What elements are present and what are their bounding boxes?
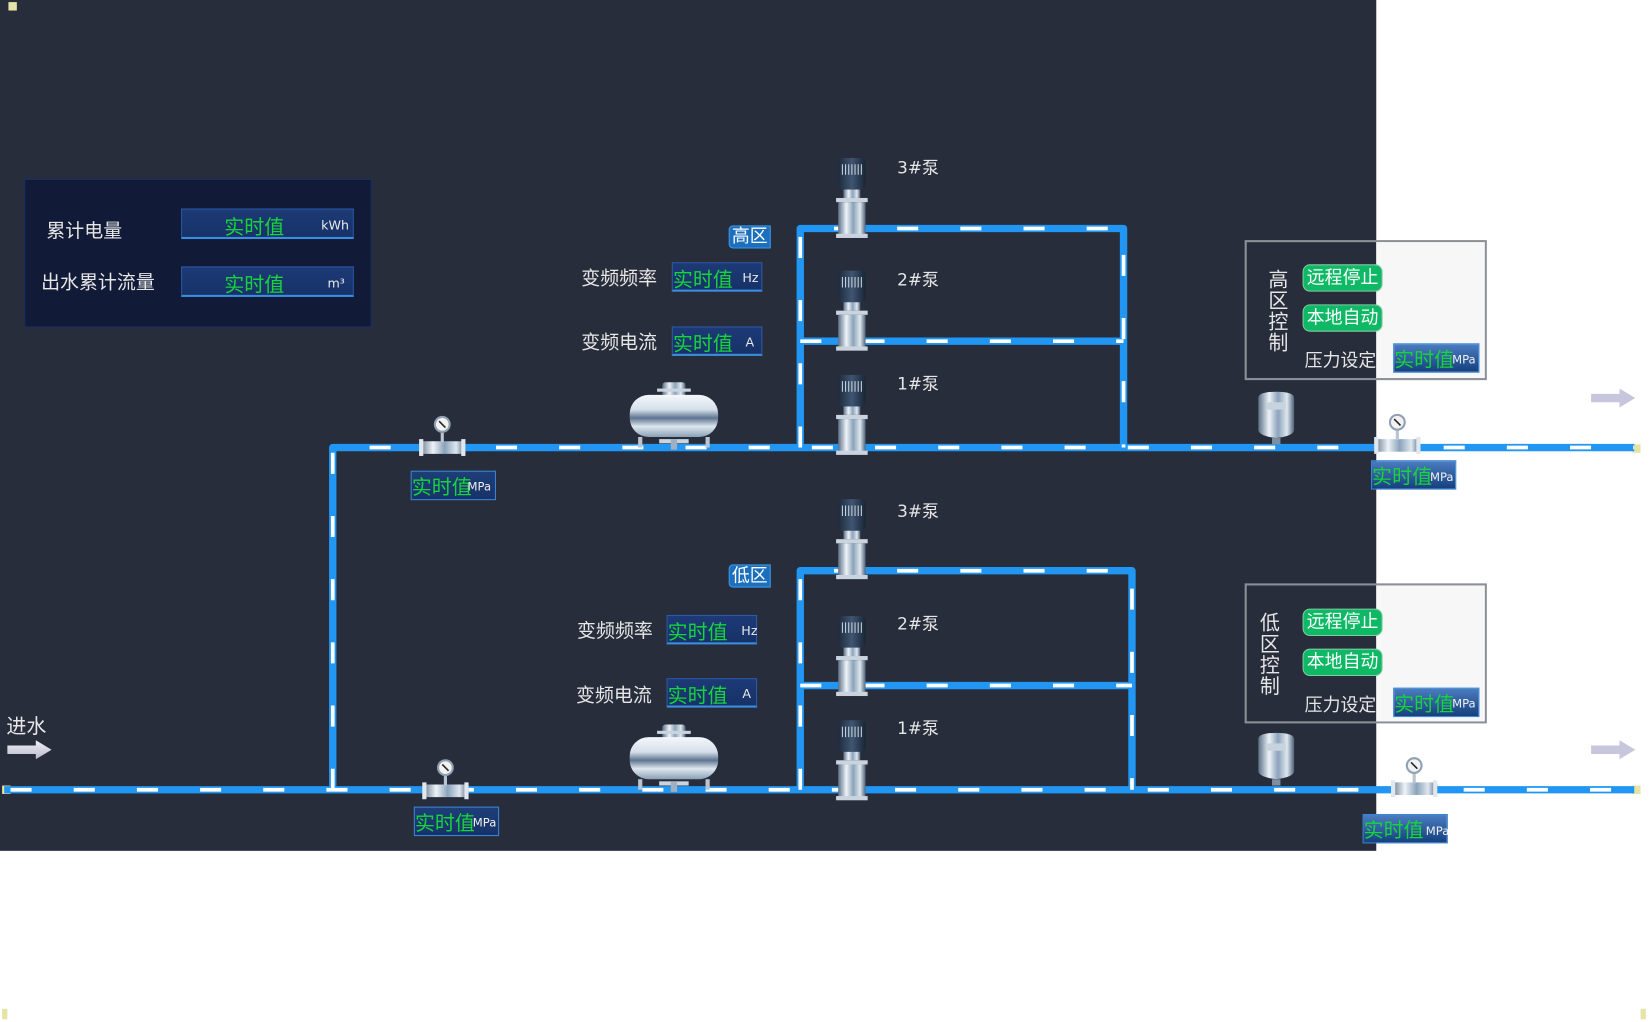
low-freq-value: 实时值 <box>667 621 728 645</box>
zone-tag-high: 高区 <box>728 225 771 249</box>
high-pressure-set-label: 压力设定 <box>1304 350 1377 372</box>
high-freq-value: 实时值 <box>672 268 733 292</box>
low-current-value: 实时值 <box>667 684 728 708</box>
energy-value-box: 实时值 kWh <box>181 208 354 240</box>
pressure-tank-icon-high <box>629 382 719 450</box>
title-char: 区 <box>1259 632 1280 657</box>
high-pump2-label: 2#泵 <box>897 269 939 290</box>
flow-total-value: 实时值 <box>224 273 285 297</box>
low-current-box: 实时值 A <box>666 678 758 708</box>
title-char: 制 <box>1259 674 1280 699</box>
energy-label: 累计电量 <box>46 220 123 243</box>
high-current-value: 实时值 <box>672 332 733 356</box>
low-pump2-label: 2#泵 <box>897 613 939 634</box>
pump-icon-low-3 <box>835 498 869 580</box>
pressure-gauge-icon-inlet-low <box>421 759 470 801</box>
high-freq-unit: Hz <box>742 270 759 286</box>
pump-icon-high-1 <box>835 374 869 456</box>
high-current-box: 实时值 A <box>671 326 763 356</box>
title-char: 高 <box>1268 268 1289 292</box>
title-char: 制 <box>1268 331 1289 355</box>
outlet-pressure-low-value: 实时值 <box>1363 819 1424 843</box>
low-freq-box: 实时值 Hz <box>666 614 758 645</box>
low-pressure-set-input[interactable]: 实时值 MPa <box>1393 687 1480 718</box>
title-char: 控 <box>1268 310 1289 334</box>
inlet-pressure-low-unit: MPa <box>472 816 497 830</box>
corner-marker <box>1632 785 1641 794</box>
low-local-auto-button[interactable]: 本地自动 <box>1302 648 1383 677</box>
title-char: 区 <box>1268 289 1289 313</box>
pressure-tank-icon-low <box>629 724 719 792</box>
outlet-arrow-low-icon <box>1591 740 1636 760</box>
high-pressure-set-input[interactable]: 实时值 MPa <box>1393 343 1480 373</box>
pressure-gauge-icon-outlet-high <box>1373 413 1422 455</box>
outlet-arrow-high-icon <box>1591 388 1636 408</box>
energy-value: 实时值 <box>224 215 285 240</box>
high-control-title: 高 区 控 制 <box>1268 270 1289 354</box>
low-freq-unit: Hz <box>741 623 758 639</box>
outlet-pressure-low-box: 实时值 MPa <box>1362 813 1450 844</box>
flow-total-label: 出水累计流量 <box>41 271 155 294</box>
pump-icon-high-2 <box>835 270 869 352</box>
corner-marker <box>1632 444 1641 453</box>
low-freq-label: 变频频率 <box>577 620 653 643</box>
low-pressure-set-value: 实时值 <box>1394 692 1455 717</box>
low-current-label: 变频电流 <box>575 684 652 707</box>
inlet-pressure-high-box: 实时值 MPa <box>410 470 496 501</box>
corner-marker <box>2 1008 8 1020</box>
pump-icon-low-1 <box>835 719 869 801</box>
flow-total-value-box: 实时值 m³ <box>181 266 354 297</box>
inlet-pressure-low-box: 实时值 MPa <box>413 806 500 837</box>
low-pump1-label: 1#泵 <box>897 718 939 739</box>
high-freq-label: 变频频率 <box>581 267 658 290</box>
outlet-pressure-low-unit: MPa <box>1425 824 1450 839</box>
pressure-gauge-icon-inlet-high <box>418 415 467 458</box>
high-current-unit: A <box>745 334 755 350</box>
low-control-title: 低 区 控 制 <box>1259 613 1280 697</box>
high-local-auto-button[interactable]: 本地自动 <box>1302 304 1383 332</box>
outlet-pressure-high-box: 实时值 MPa <box>1371 460 1457 490</box>
low-pressure-set-unit: MPa <box>1452 697 1476 711</box>
surge-vessel-icon-low <box>1258 732 1295 786</box>
inlet-pressure-high-unit: MPa <box>467 480 492 494</box>
pump-icon-high-3 <box>835 157 869 239</box>
high-pressure-set-unit: MPa <box>1452 352 1476 367</box>
title-char: 控 <box>1259 653 1280 678</box>
inlet-pressure-low-value: 实时值 <box>414 811 475 836</box>
corner-marker <box>1640 1008 1646 1020</box>
low-current-unit: A <box>742 686 752 702</box>
inlet-arrow-icon <box>7 740 52 760</box>
low-pump3-label: 3#泵 <box>897 501 939 522</box>
high-pump1-label: 1#泵 <box>897 373 939 394</box>
pressure-gauge-icon-outlet-low <box>1389 757 1439 799</box>
low-zone-control-panel: 低 区 控 制 远程停止 本地自动 压力设定 实时值 MPa <box>1244 583 1487 724</box>
pump-icon-low-2 <box>835 615 869 697</box>
high-freq-box: 实时值 Hz <box>671 262 763 292</box>
low-pressure-set-label: 压力设定 <box>1304 694 1377 717</box>
outlet-pressure-high-value: 实时值 <box>1372 465 1433 489</box>
corner-marker <box>8 2 17 11</box>
high-pressure-set-value: 实时值 <box>1394 348 1455 372</box>
zone-tag-low: 低区 <box>728 564 771 588</box>
energy-unit: kWh <box>321 217 349 233</box>
outlet-pressure-high-unit: MPa <box>1429 470 1454 485</box>
inlet-pressure-high-value: 实时值 <box>411 475 472 500</box>
high-remote-stop-button[interactable]: 远程停止 <box>1302 264 1383 292</box>
surge-vessel-icon-high <box>1258 391 1295 445</box>
low-remote-stop-button[interactable]: 远程停止 <box>1302 608 1383 637</box>
high-current-label: 变频电流 <box>581 331 658 354</box>
inlet-label: 进水 <box>6 714 47 739</box>
high-zone-control-panel: 高 区 控 制 远程停止 本地自动 压力设定 实时值 MPa <box>1244 240 1487 381</box>
high-pump3-label: 3#泵 <box>897 157 939 178</box>
flow-total-unit: m³ <box>327 275 345 291</box>
pipe-dash-flow <box>10 226 1635 792</box>
title-char: 低 <box>1259 611 1280 635</box>
summary-panel: 累计电量 实时值 kWh 出水累计流量 实时值 m³ <box>24 179 372 328</box>
